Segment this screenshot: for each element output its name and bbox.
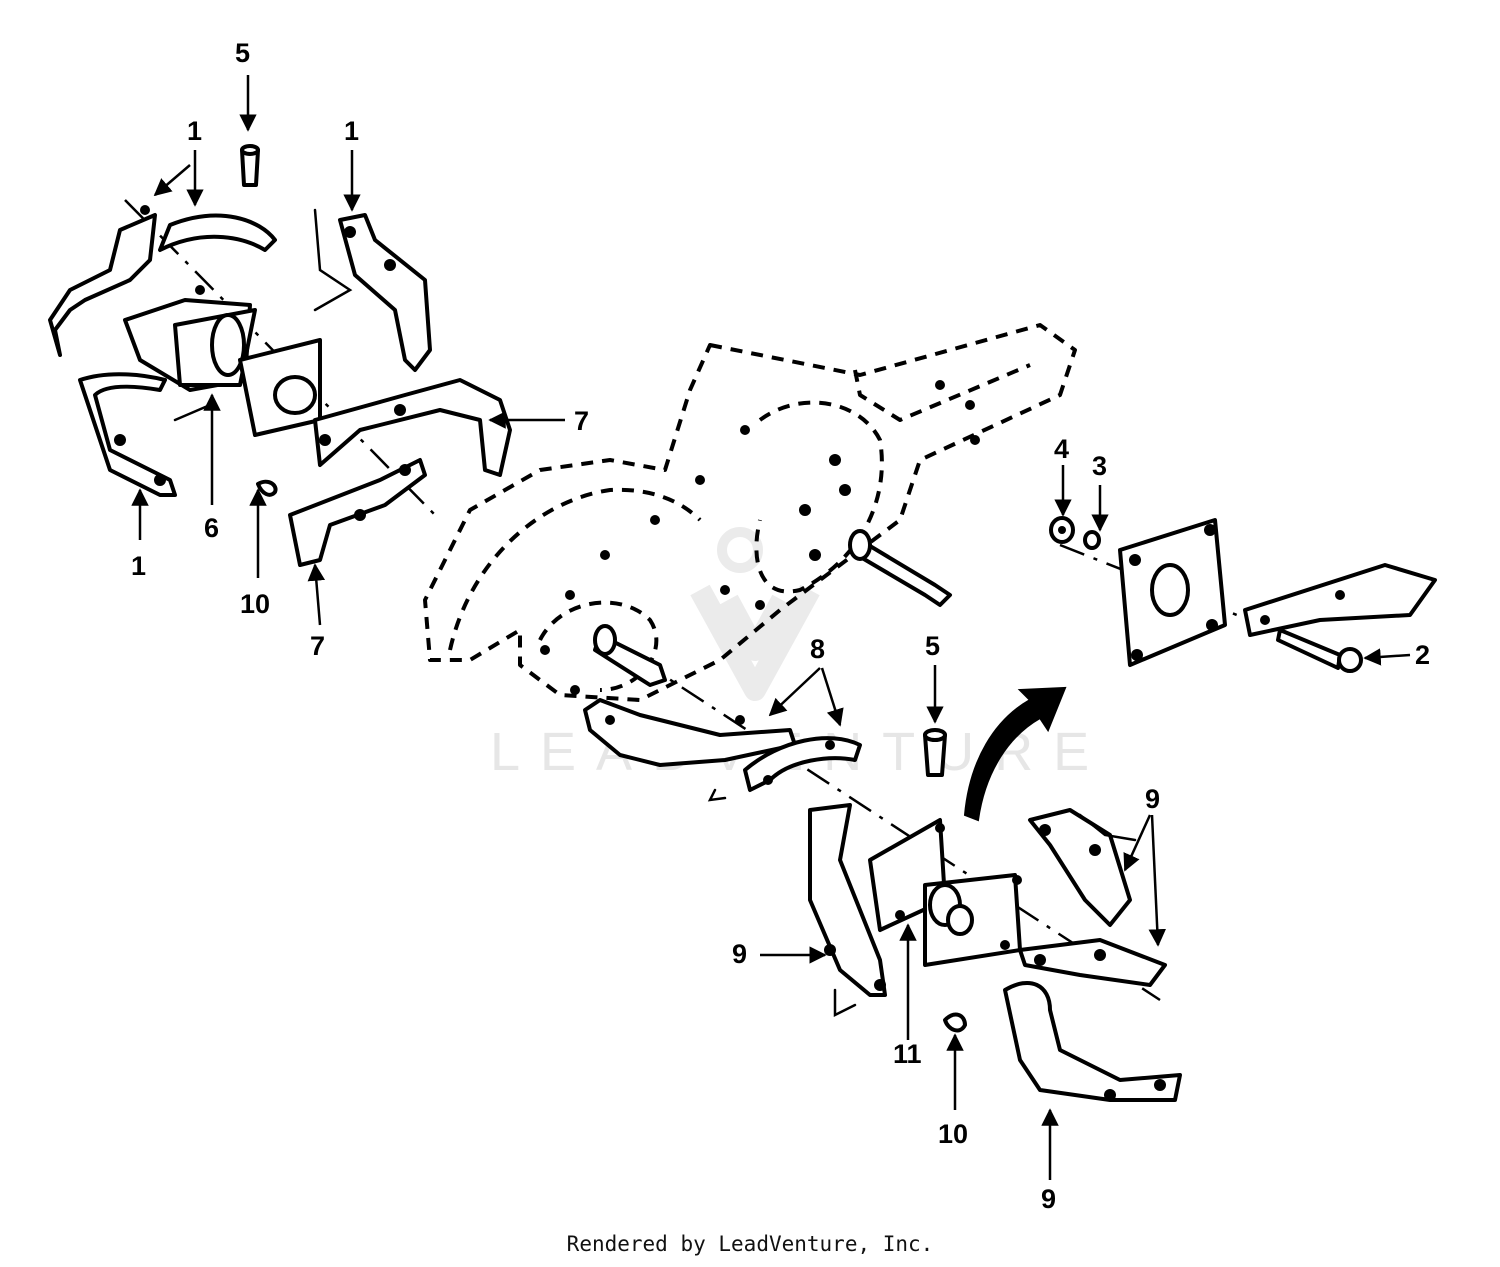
transmission-housing xyxy=(423,323,1077,702)
callout-1-top-right: 1 xyxy=(344,116,359,146)
callout-5-upper: 5 xyxy=(235,38,250,68)
callout-6: 6 xyxy=(204,513,219,543)
callout-1-bottom-left: 1 xyxy=(131,551,146,581)
callout-7-lower: 7 xyxy=(310,631,325,661)
callout-9-left: 9 xyxy=(732,939,747,969)
callout-9-upper-right: 9 xyxy=(1145,784,1160,814)
callout-5-lower: 5 xyxy=(925,631,940,661)
callout-leaders xyxy=(131,75,1411,1180)
callout-11: 11 xyxy=(893,1039,922,1069)
output-shaft-left xyxy=(593,624,667,687)
right-outer-tine-assembly xyxy=(583,698,1182,1102)
callout-10-lower: 10 xyxy=(938,1119,968,1149)
right-tine-plate-group xyxy=(1049,516,1437,673)
left-outer-tine-assembly xyxy=(48,205,512,567)
callout-3: 3 xyxy=(1092,451,1107,481)
rotation-direction-arrow xyxy=(963,686,1067,822)
callout-2: 2 xyxy=(1415,640,1430,670)
callout-9-bottom: 9 xyxy=(1041,1184,1056,1214)
footer-credit: Rendered by LeadVenture, Inc. xyxy=(566,1232,934,1256)
callout-4: 4 xyxy=(1054,434,1069,464)
output-shaft-right xyxy=(848,529,952,607)
callout-10-upper: 10 xyxy=(240,589,270,619)
shear-pin-upper xyxy=(240,144,260,187)
callout-labels: 1 1 1 5 6 10 7 7 4 3 2 8 5 9 9 9 11 10 xyxy=(131,38,1430,1214)
shear-pin-lower xyxy=(923,728,947,777)
callout-7-right: 7 xyxy=(574,406,589,436)
callout-1-top-left: 1 xyxy=(187,116,202,146)
callout-8: 8 xyxy=(810,634,825,664)
